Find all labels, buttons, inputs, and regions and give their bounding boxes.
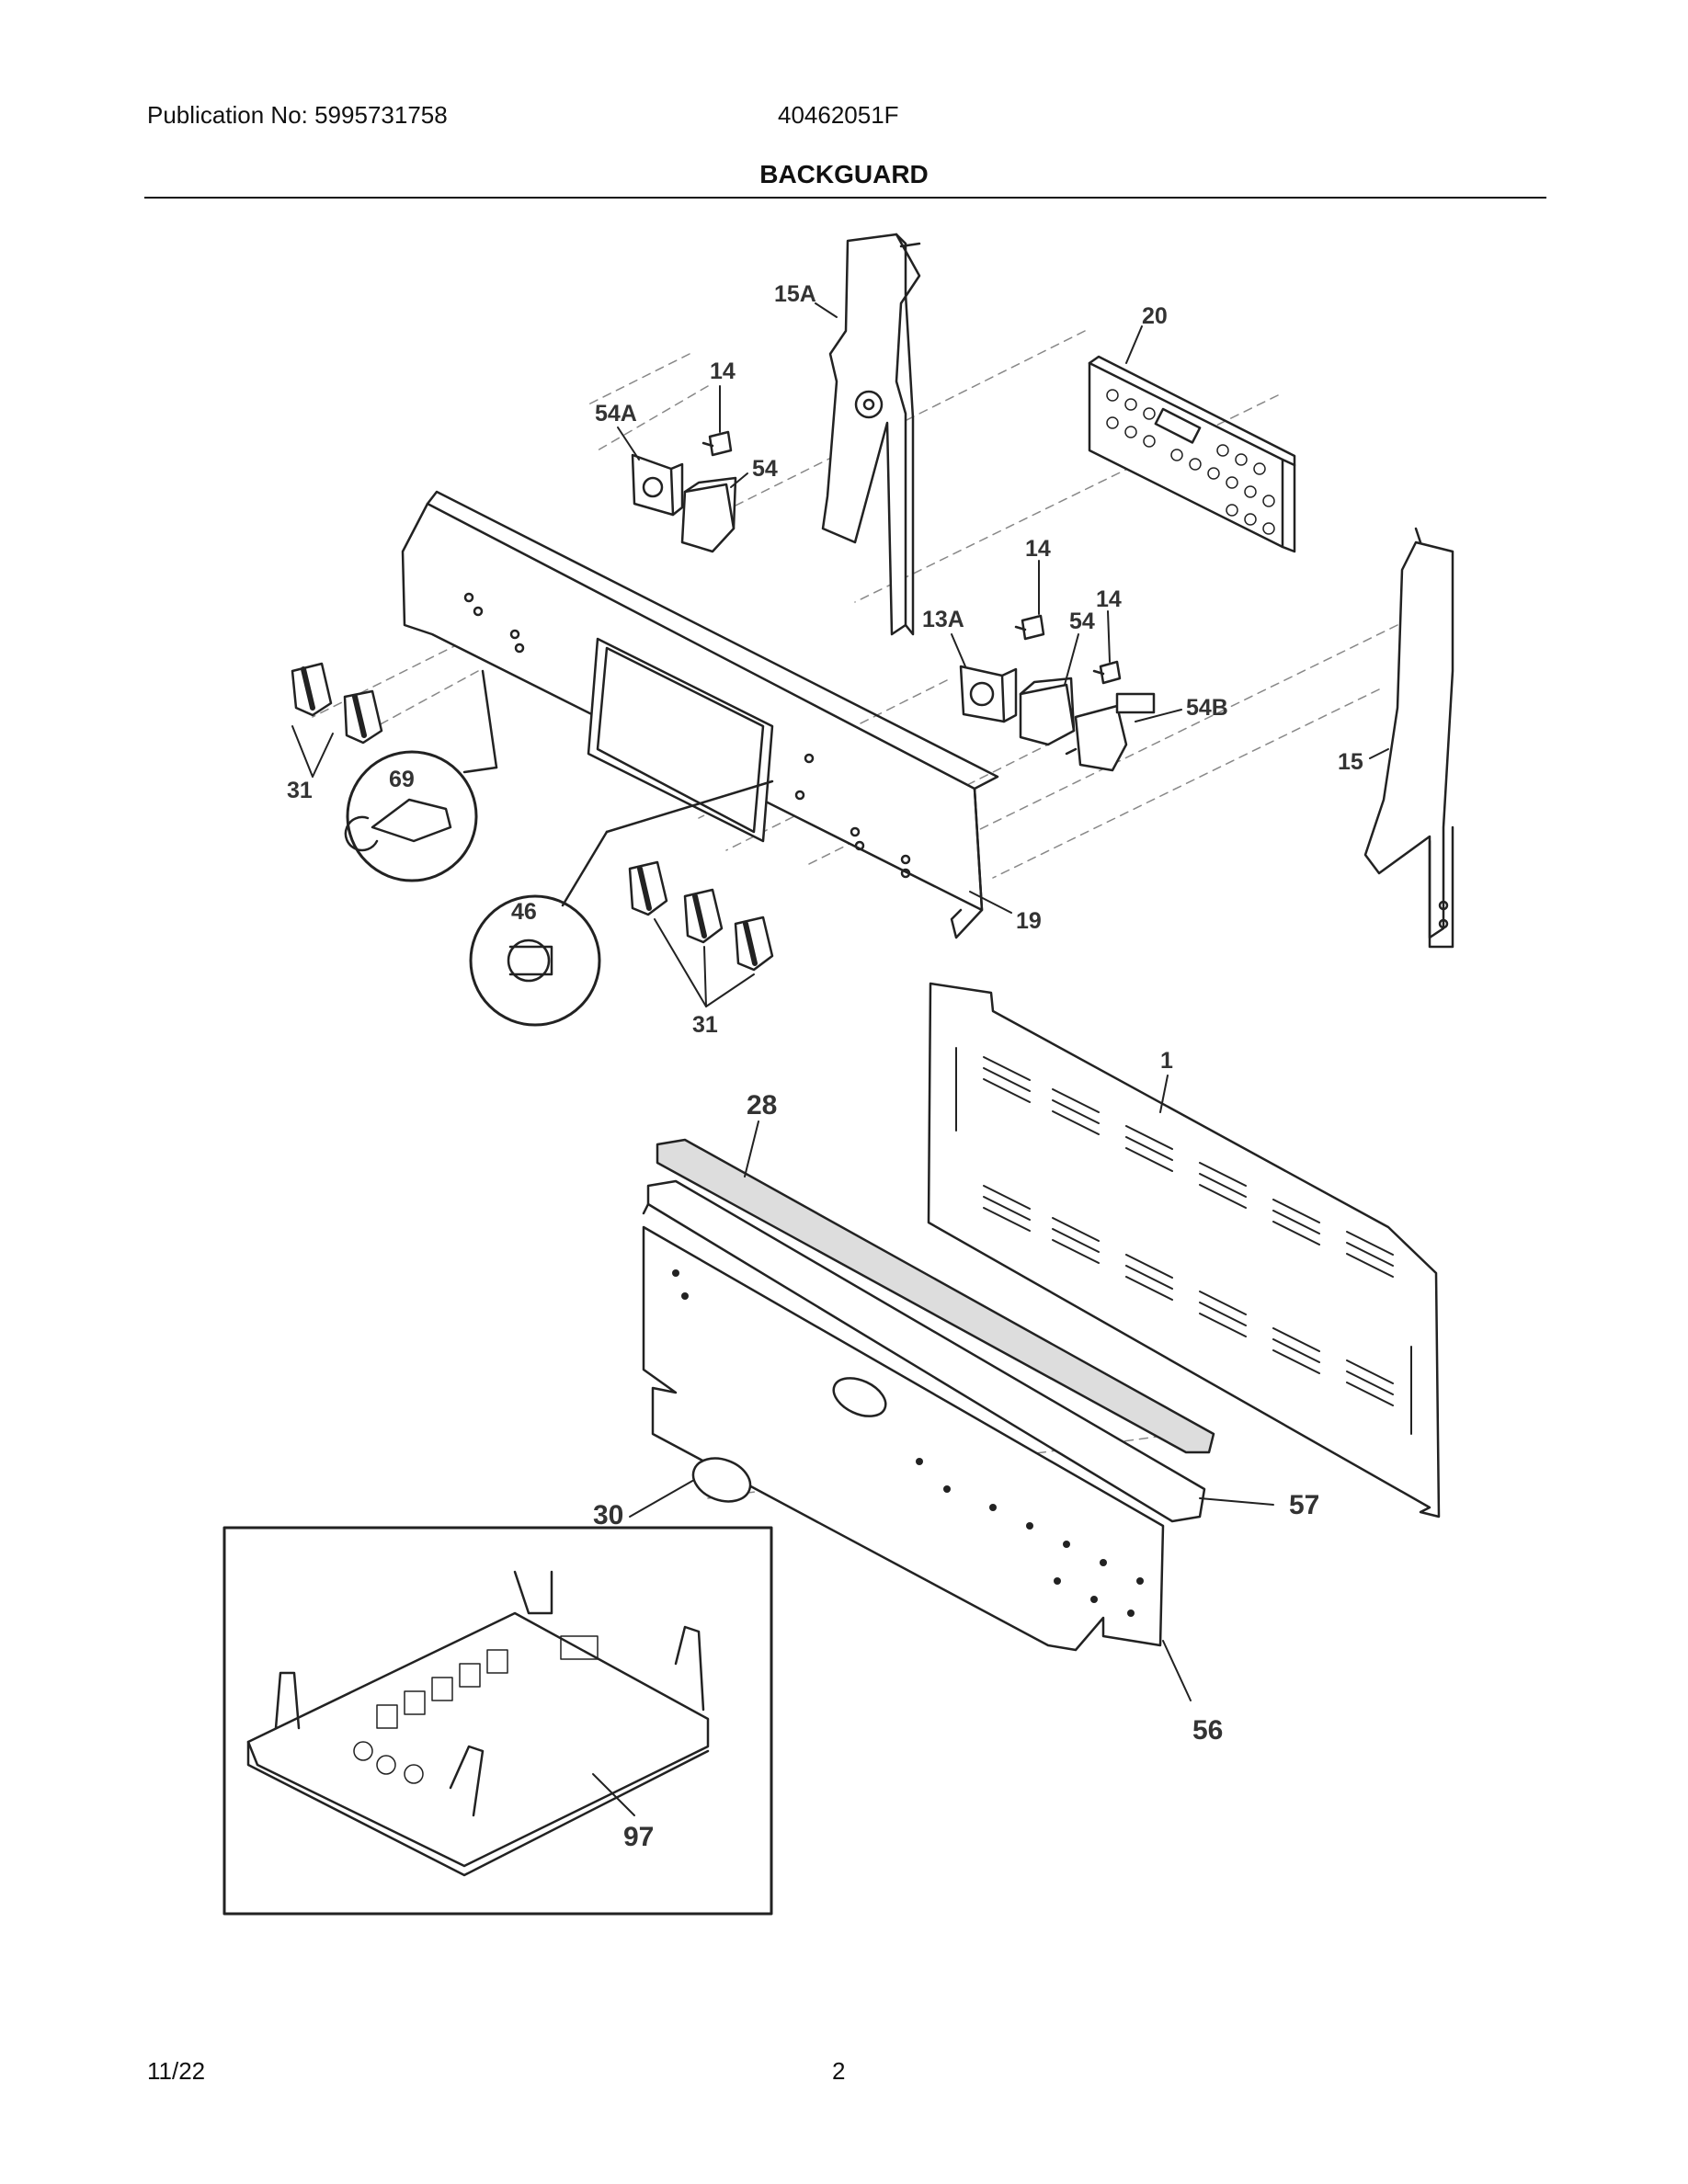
callout-15a: 15A [774, 281, 816, 307]
bracket-57 [642, 1179, 1206, 1523]
oven-selector-switch-54b [1065, 692, 1156, 772]
callout-1: 1 [1160, 1048, 1173, 1074]
knob-31-bottom-2 [683, 888, 724, 944]
mounting-panel-56 [642, 1225, 1165, 1652]
callout-54b: 54B [1186, 695, 1228, 721]
screw-69-detail [344, 669, 498, 882]
knob-31-bottom-1 [628, 860, 668, 916]
callout-31-bottom: 31 [692, 1012, 718, 1038]
callout-54a: 54A [595, 401, 637, 427]
infinite-switch-54a [631, 453, 684, 517]
callout-57: 57 [1289, 1490, 1319, 1520]
end-cap-15a [821, 233, 921, 636]
indicator-light-14-top [701, 430, 733, 457]
callout-54-top: 54 [752, 456, 778, 482]
control-board-97 [246, 1570, 710, 1877]
callout-13a: 13A [922, 607, 964, 632]
title-rule [144, 197, 1546, 199]
knob-31-left-1 [291, 662, 333, 717]
page-title: BACKGUARD [759, 160, 929, 188]
callout-14-top: 14 [710, 358, 736, 384]
control-panel-19 [401, 490, 999, 939]
model-number: 40462051F [778, 101, 899, 129]
footer-date: 11/22 [147, 2057, 206, 2085]
callout-labels: 15A 20 14 54A 54 14 14 13A 54 54B 15 31 … [287, 281, 1363, 1852]
end-cap-15 [1363, 527, 1454, 949]
callout-97: 97 [623, 1822, 654, 1852]
callout-14-right: 14 [1096, 586, 1122, 612]
indicator-light-14-middle [1014, 614, 1045, 641]
callout-leaders [592, 302, 1389, 1816]
callout-69: 69 [389, 767, 415, 792]
infinite-switch-54-top [680, 476, 737, 553]
callout-56: 56 [1192, 1715, 1223, 1746]
publication-number: Publication No: 5995731758 [147, 101, 448, 129]
callout-31-left: 31 [287, 778, 313, 803]
trim-28 [656, 1138, 1215, 1454]
electronic-oven-control-20 [1088, 355, 1296, 553]
callout-19: 19 [1016, 908, 1042, 934]
callout-46: 46 [511, 899, 537, 925]
cover-30 [691, 1457, 752, 1503]
knob-31-left-2 [343, 689, 383, 745]
callout-28: 28 [747, 1090, 777, 1120]
infinite-switch-54-middle [1019, 677, 1076, 746]
callout-20: 20 [1142, 303, 1168, 329]
indicator-light-14-right [1092, 660, 1122, 685]
callout-54-middle: 54 [1069, 609, 1095, 634]
infinite-switch-13a [959, 665, 1018, 723]
footer-page-number: 2 [832, 2057, 846, 2085]
plug-button-46-detail [469, 779, 774, 1027]
callout-14-middle: 14 [1025, 536, 1051, 562]
rear-panel-1 [927, 982, 1441, 1519]
callout-15: 15 [1338, 749, 1363, 775]
inset-frame [222, 1526, 773, 1916]
knob-31-bottom-3 [734, 916, 774, 972]
callout-30: 30 [593, 1500, 623, 1530]
